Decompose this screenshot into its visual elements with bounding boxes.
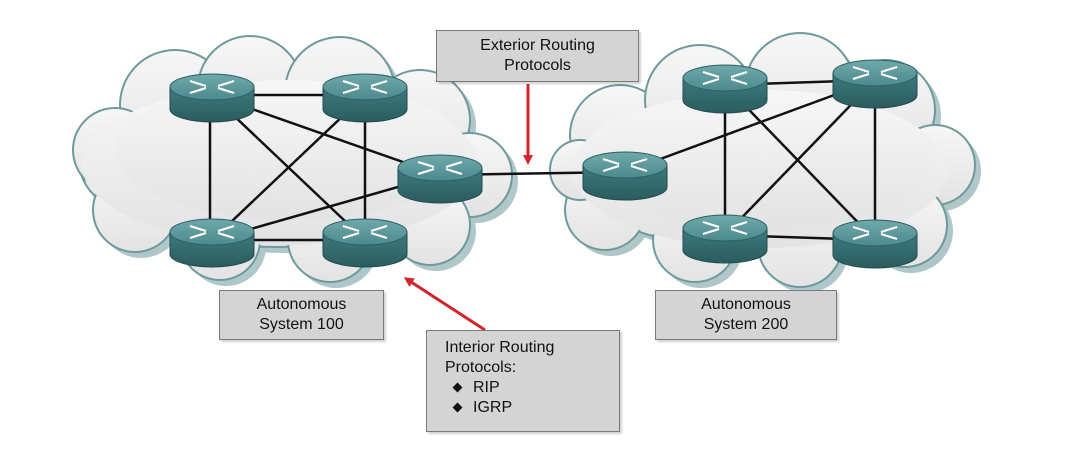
- router-icon: [169, 73, 255, 123]
- interior-routing-label: Interior Routing Protocols: RIP IGRP: [426, 330, 620, 432]
- as100-label-line2: System 100: [259, 316, 344, 333]
- protocol-item-igrp: IGRP: [445, 398, 619, 418]
- router-icon: [832, 59, 918, 109]
- autonomous-system-200-label: Autonomous System 200: [655, 290, 837, 340]
- router-icon: [682, 214, 768, 264]
- interior-arrow: [403, 277, 486, 332]
- router-icon: [832, 219, 918, 269]
- router-icon: [322, 73, 408, 123]
- router-icon: [682, 64, 768, 114]
- routers: [169, 59, 918, 269]
- router-icon: [582, 151, 668, 201]
- as200-label-line1: Autonomous: [701, 296, 791, 313]
- autonomous-system-100-label: Autonomous System 100: [219, 290, 384, 340]
- as200-label-line2: System 200: [703, 316, 789, 333]
- router-icon: [397, 154, 483, 204]
- exterior-label-line2: Protocols: [504, 57, 571, 74]
- protocol-item-rip: RIP: [445, 378, 619, 398]
- interior-label-line2: Protocols:: [445, 359, 517, 376]
- red-arrow-icon: [403, 277, 486, 332]
- cloud-icon: [549, 32, 981, 293]
- exterior-routing-label: Exterior Routing Protocols: [436, 30, 639, 82]
- router-icon: [169, 218, 255, 268]
- exterior-label-line1: Exterior Routing: [480, 37, 595, 54]
- interior-label-line1: Interior Routing: [445, 339, 555, 356]
- router-icon: [322, 218, 408, 268]
- as100-label-line1: Autonomous: [256, 296, 347, 313]
